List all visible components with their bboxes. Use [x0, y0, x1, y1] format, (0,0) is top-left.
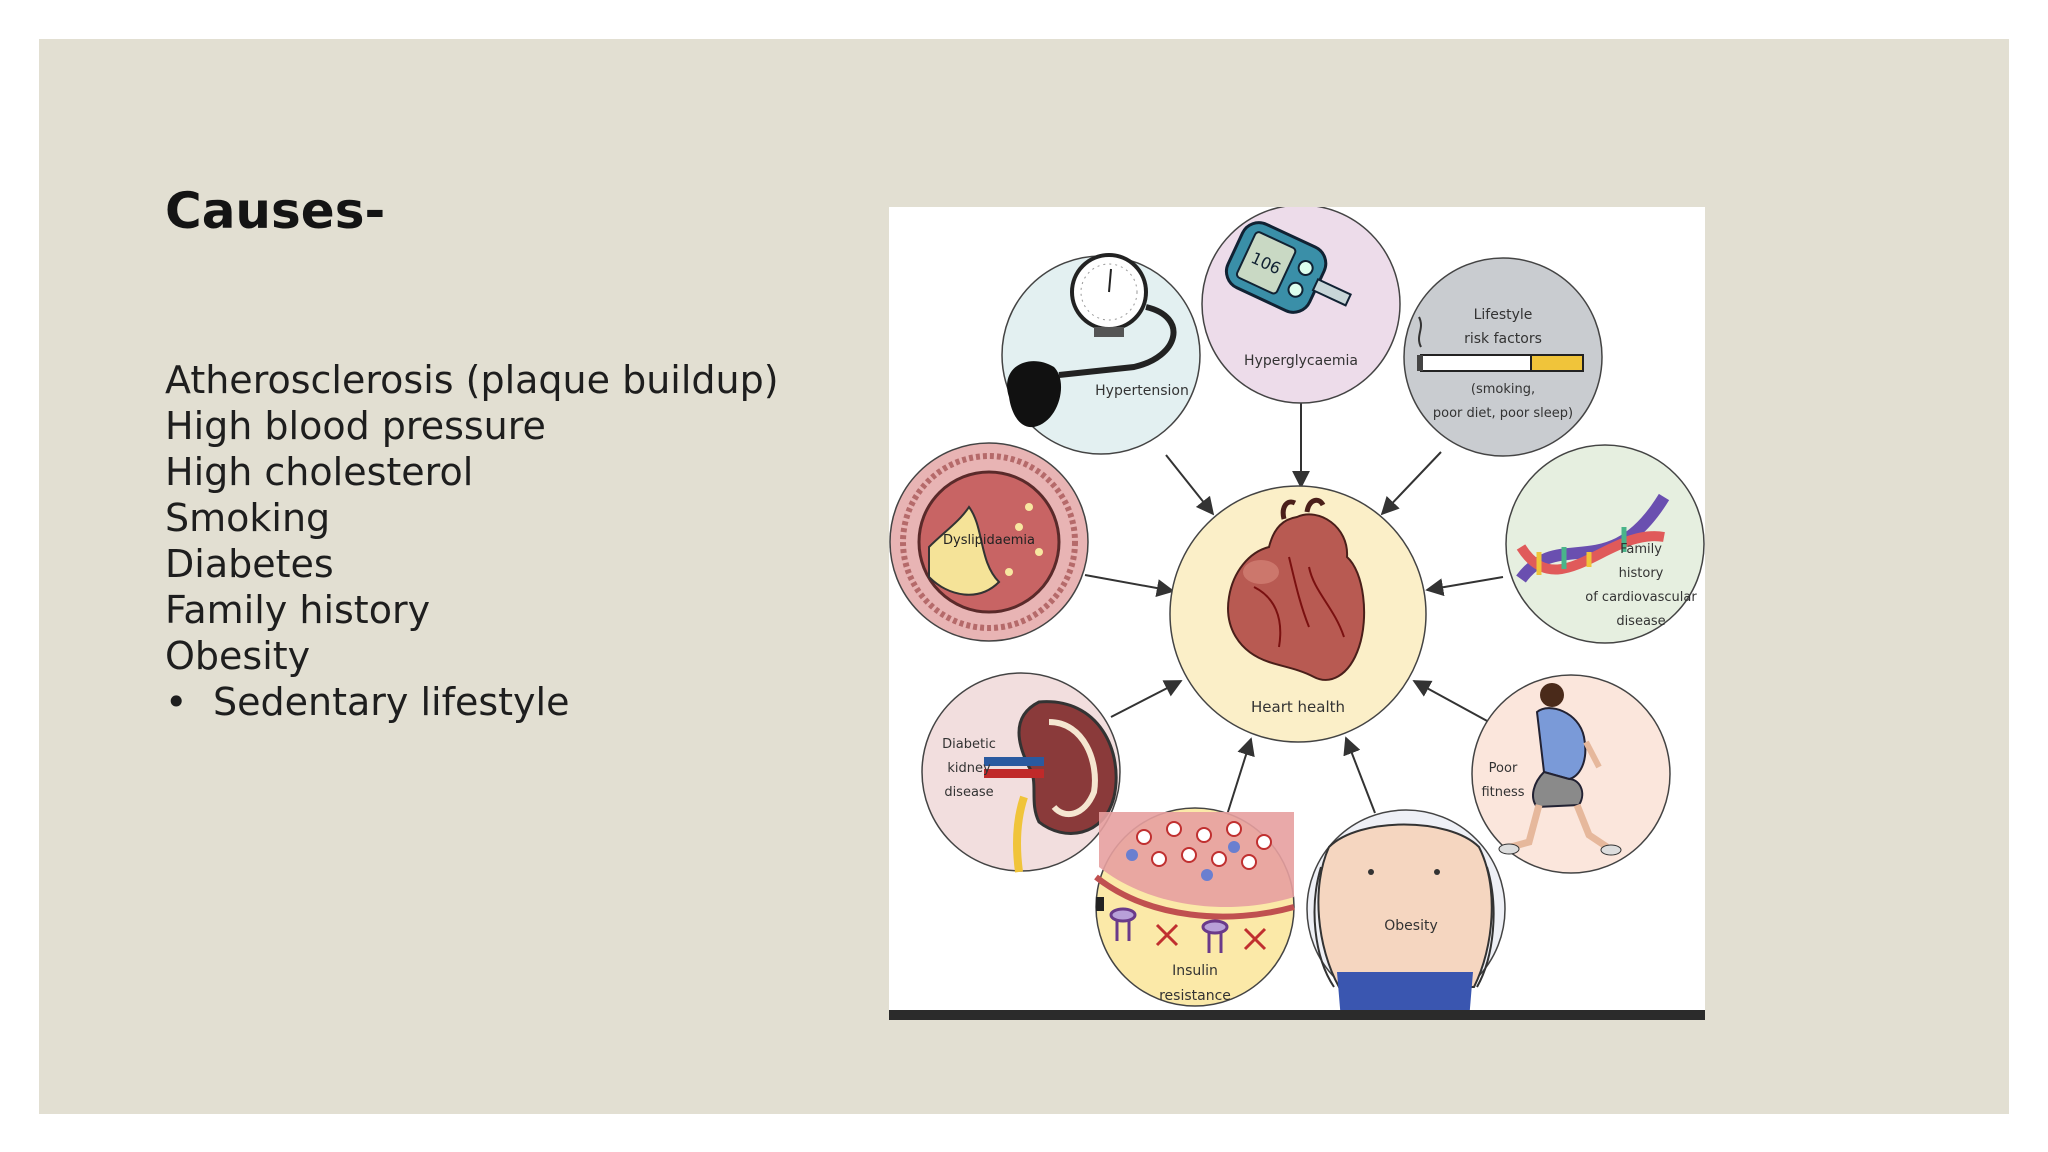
- hypertension-label: Hypertension: [1095, 383, 1189, 399]
- cause-item: High blood pressure: [165, 404, 546, 448]
- glucose-meter-icon: 106: [1224, 221, 1352, 314]
- dyslipidaemia-label: Dyslipidaemia: [943, 533, 1035, 548]
- lifestyle-node: Lifestyle risk factors (smoking, poor di…: [1403, 257, 1603, 457]
- arrow-hypertension: [1165, 454, 1215, 516]
- plaque-icon: [928, 505, 1001, 596]
- dna-icon: [1516, 493, 1670, 583]
- obesity-node: Obesity: [1306, 809, 1506, 1020]
- bulleted-cause-item: • Sedentary lifestyle: [165, 679, 779, 725]
- family-history-node: Family history of cardiovascular disease: [1505, 444, 1705, 644]
- family-label-1: Family: [1620, 542, 1662, 557]
- poor-fitness-node: Poor fitness: [1471, 674, 1671, 874]
- arrow-fitness: [1412, 680, 1490, 723]
- arrow-insulin: [1226, 737, 1255, 816]
- insulin-label-2: resistance: [1159, 988, 1231, 1004]
- figure-bottom-bar: [889, 1010, 1705, 1020]
- diagram-svg: Heart health Hypertension 106 Hyperglyca…: [889, 207, 1705, 1020]
- arrows: [1084, 402, 1504, 816]
- cause-item: High cholesterol: [165, 450, 474, 494]
- cause-item: Atherosclerosis (plaque buildup): [165, 358, 779, 402]
- receptor-icons: [1109, 907, 1229, 953]
- obese-torso-icon: [1313, 823, 1495, 1020]
- insulin-molecule-icons: [1136, 821, 1272, 870]
- insulin-resistance-node: Insulin resistance: [1094, 807, 1295, 1007]
- runner-icon: [1498, 683, 1622, 856]
- cause-item: Diabetes: [165, 542, 334, 586]
- lifestyle-title-1: Lifestyle: [1474, 307, 1533, 323]
- cigarette-icon: [1417, 316, 1584, 372]
- lifestyle-note-2: poor diet, poor sleep): [1433, 406, 1573, 421]
- lifestyle-note-1: (smoking,: [1471, 382, 1535, 397]
- family-label-4: disease: [1616, 614, 1665, 629]
- slide-title: Causes-: [165, 182, 386, 240]
- dyslipidaemia-node: Dyslipidaemia: [889, 442, 1089, 642]
- kidney-label-2: kidney: [947, 761, 991, 776]
- arrow-lifestyle: [1380, 451, 1442, 516]
- family-label-3: of cardiovascular: [1585, 590, 1697, 605]
- lifestyle-title-2: risk factors: [1464, 331, 1542, 347]
- family-label-2: history: [1619, 566, 1664, 581]
- arrow-obesity: [1343, 736, 1376, 814]
- heart-health-node: Heart health: [1169, 485, 1427, 743]
- hyperglycaemia-node: 106 Hyperglycaemia: [1201, 207, 1401, 404]
- cause-item: Smoking: [165, 496, 331, 540]
- heart-icon: [1227, 497, 1366, 681]
- bullet-icon: •: [165, 680, 188, 724]
- center-label: Heart health: [1251, 698, 1345, 716]
- obesity-label: Obesity: [1384, 918, 1437, 934]
- fitness-label-2: fitness: [1481, 785, 1524, 800]
- hyperglycaemia-label: Hyperglycaemia: [1244, 353, 1358, 369]
- hypertension-node: Hypertension: [1001, 253, 1201, 455]
- cause-item: Family history: [165, 588, 431, 632]
- kidney-label-1: Diabetic: [942, 737, 996, 752]
- heart-health-diagram: Heart health Hypertension 106 Hyperglyca…: [889, 207, 1705, 1020]
- bullet-item-text: Sedentary lifestyle: [213, 680, 570, 724]
- cause-item: Obesity: [165, 634, 311, 678]
- arrow-kidney: [1110, 680, 1183, 718]
- arrow-dyslipidaemia: [1084, 574, 1175, 597]
- insulin-label-1: Insulin: [1172, 963, 1218, 979]
- causes-list: Atherosclerosis (plaque buildup) High bl…: [165, 357, 779, 725]
- kidney-icon: [984, 700, 1118, 873]
- fitness-label-1: Poor: [1489, 761, 1518, 776]
- kidney-disease-node: Diabetic kidney disease: [921, 672, 1121, 873]
- blood-pressure-gauge-icon: [1007, 253, 1177, 428]
- kidney-label-3: disease: [944, 785, 993, 800]
- arrow-family: [1425, 576, 1504, 597]
